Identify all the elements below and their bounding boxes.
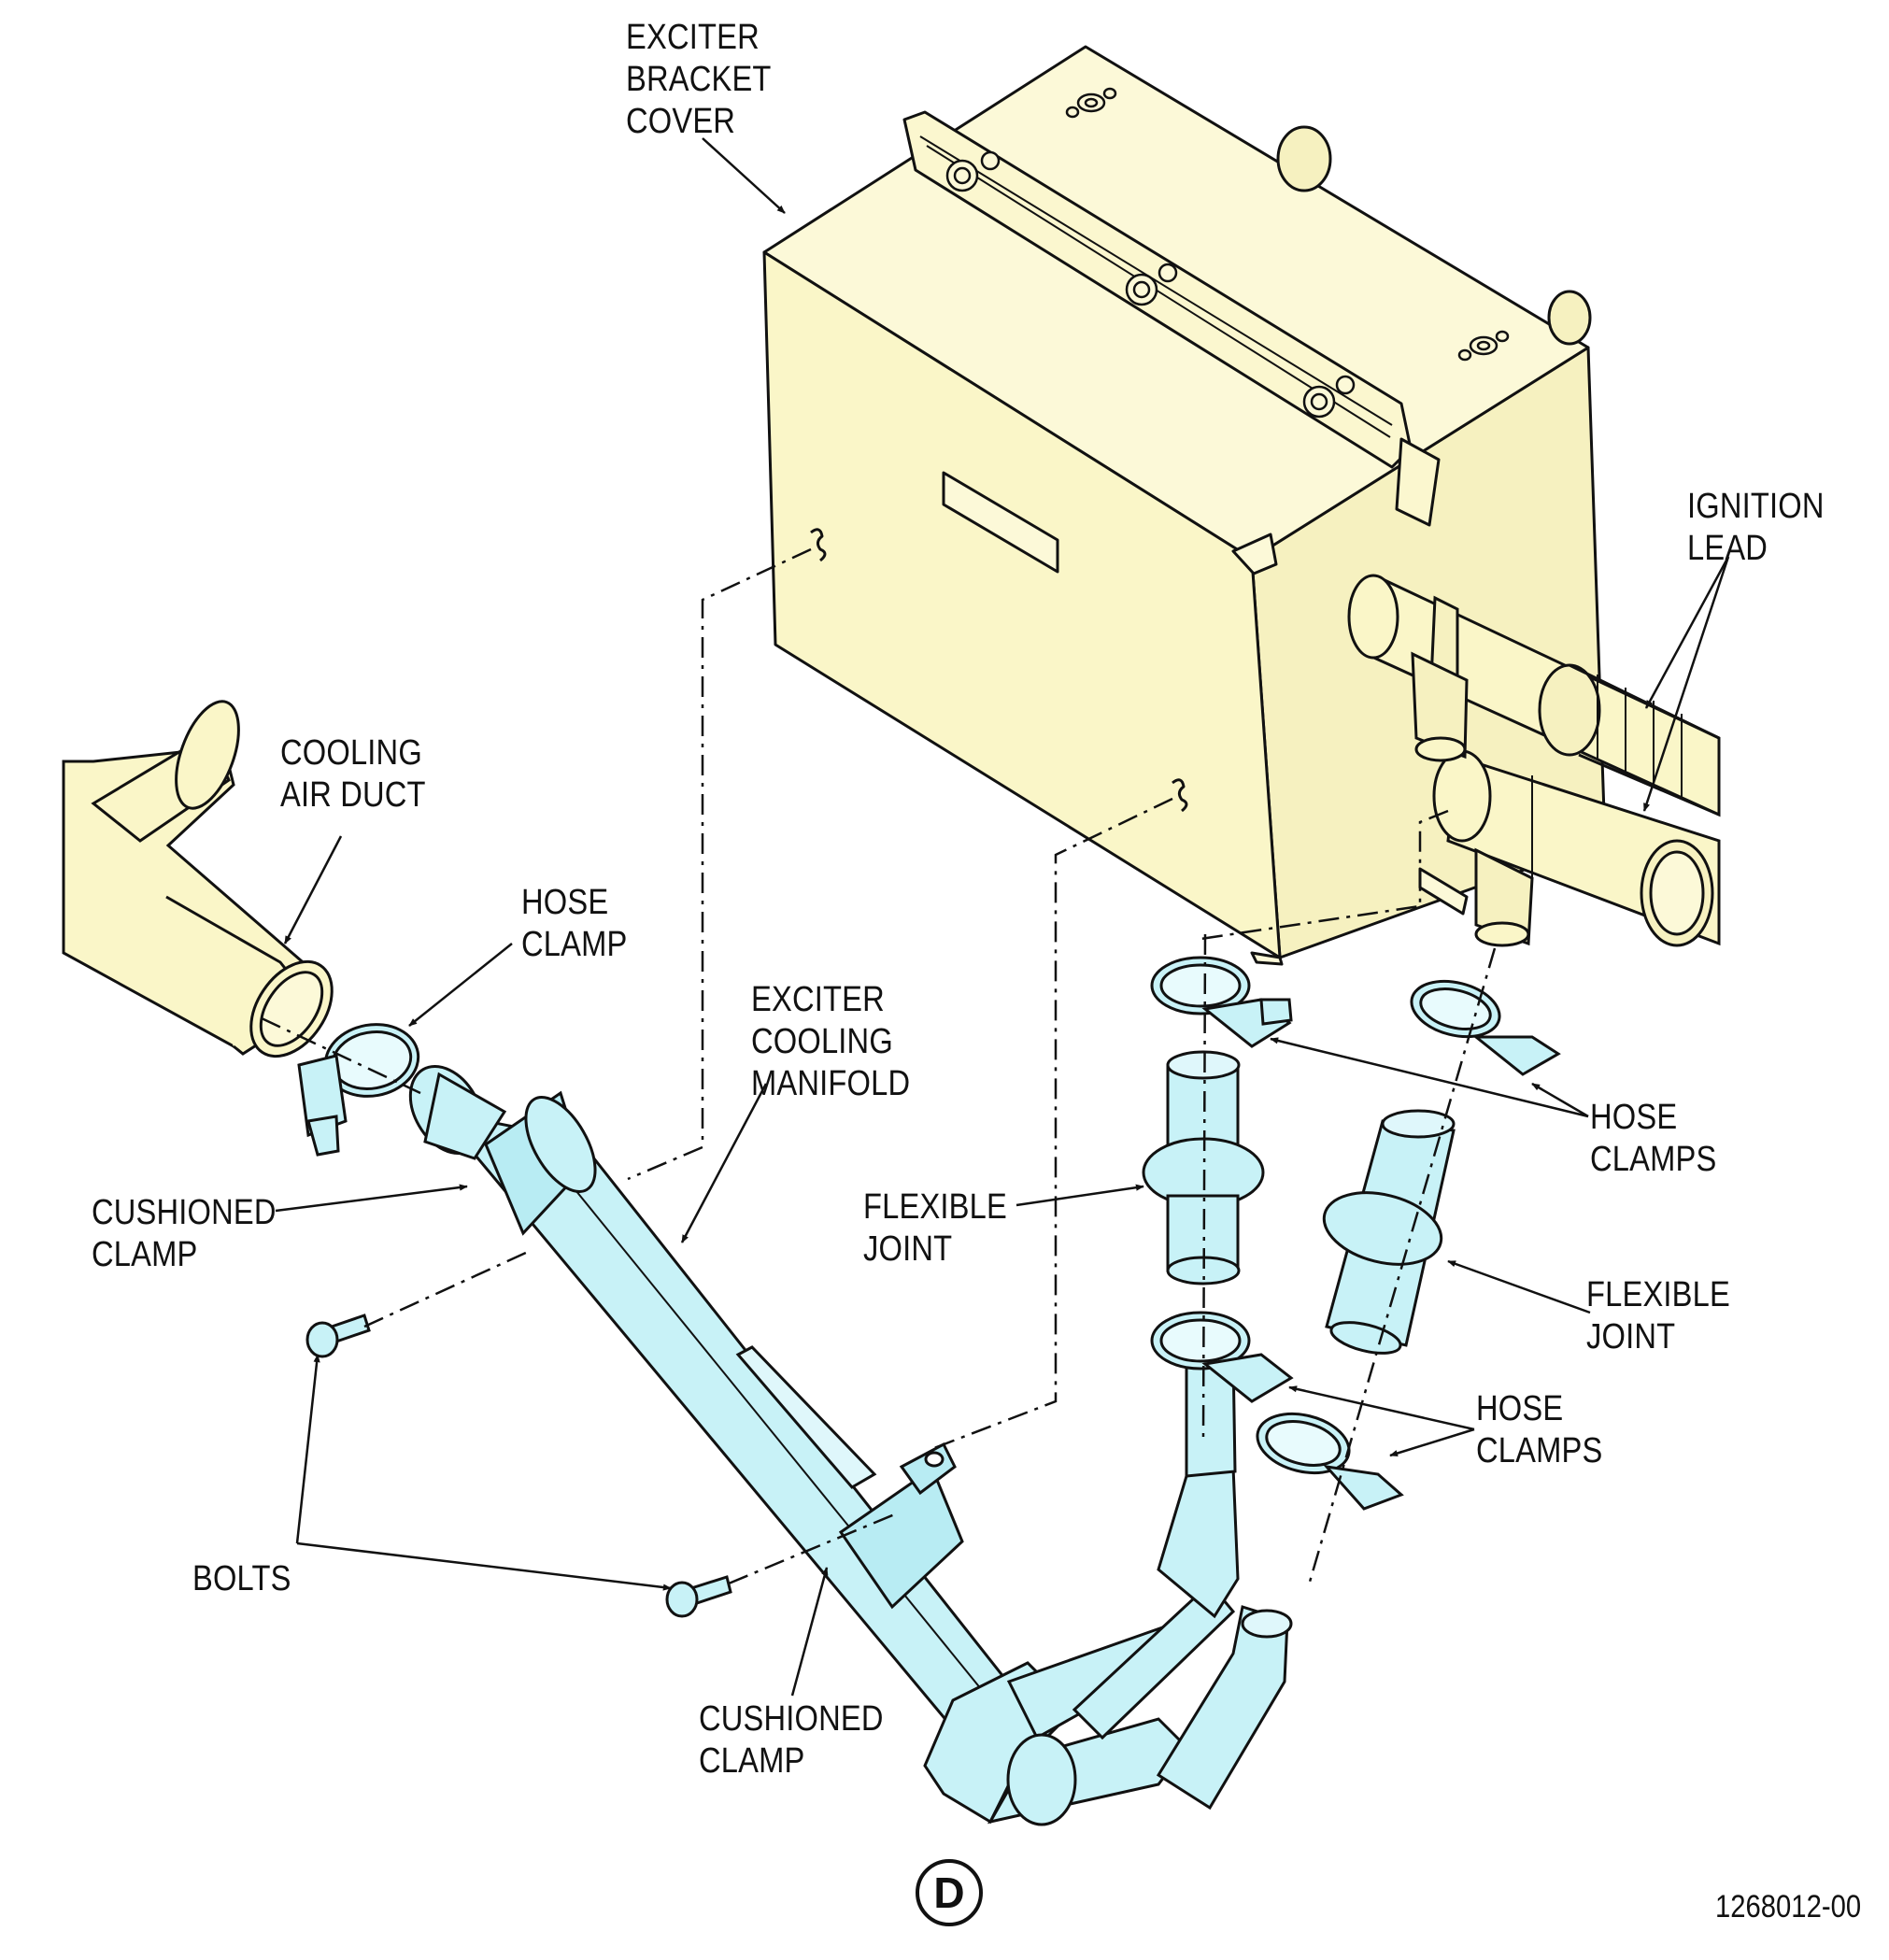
figure-number: 1268012-00	[1715, 1889, 1862, 1924]
alignment-lines	[261, 547, 1497, 1589]
label-line: CUSHIONED	[699, 1699, 884, 1739]
label-hose-clamp: HOSE CLAMP	[521, 882, 627, 966]
label-flexible-joint-right: FLEXIBLE JOINT	[1586, 1274, 1730, 1358]
label-line: MANIFOLD	[751, 1064, 911, 1103]
label-exciter-bracket-cover: EXCITER BRACKET COVER	[626, 17, 772, 143]
label-line: COOLING	[751, 1022, 893, 1061]
label-line: COOLING	[280, 733, 422, 773]
label-line: EXCITER	[626, 18, 760, 57]
hose-clamps	[1150, 956, 1561, 1511]
hose-clamp-duct	[297, 1023, 420, 1157]
label-line: HOSE	[1476, 1389, 1564, 1428]
label-line: CLAMPS	[1590, 1140, 1717, 1179]
label-line: JOINT	[863, 1229, 953, 1269]
cooling-air-duct	[62, 700, 334, 1058]
label-line: HOSE	[521, 883, 609, 922]
label-ignition-lead: IGNITION LEAD	[1687, 486, 1825, 570]
label-line: IGNITION	[1687, 487, 1825, 526]
ignition-leads	[1347, 574, 1721, 947]
bolts	[305, 1314, 732, 1618]
leader-lines	[275, 137, 1730, 1697]
label-line: COVER	[626, 102, 736, 141]
label-line: FLEXIBLE	[1586, 1275, 1730, 1314]
label-exciter-cooling-manifold: EXCITER COOLING MANIFOLD	[751, 979, 910, 1105]
label-line: CLAMP	[92, 1235, 198, 1274]
label-line: CLAMP	[699, 1741, 805, 1781]
label-cushioned-clamp-bottom: CUSHIONED CLAMP	[699, 1698, 884, 1782]
label-line: HOSE	[1590, 1098, 1678, 1137]
label-line: LEAD	[1687, 529, 1768, 568]
label-flexible-joint-left: FLEXIBLE JOINT	[863, 1186, 1007, 1271]
label-line: EXCITER	[751, 980, 885, 1019]
label-hose-clamps-upper: HOSE CLAMPS	[1590, 1097, 1716, 1181]
label-cushioned-clamp-left: CUSHIONED CLAMP	[92, 1192, 277, 1276]
label-line: JOINT	[1586, 1317, 1676, 1356]
label-line: AIR DUCT	[280, 775, 426, 815]
label-line: FLEXIBLE	[863, 1187, 1007, 1227]
label-line: BOLTS	[192, 1559, 291, 1598]
label-line: BRACKET	[626, 60, 772, 99]
label-bolts: BOLTS	[192, 1558, 291, 1600]
label-hose-clamps-lower: HOSE CLAMPS	[1476, 1388, 1602, 1472]
flexible-joint-right	[1322, 1109, 1456, 1355]
label-line: CUSHIONED	[92, 1193, 277, 1232]
exciter-cooling-manifold	[408, 1064, 1293, 1826]
label-cooling-air-duct: COOLING AIR DUCT	[280, 732, 426, 817]
label-line: CLAMP	[521, 925, 628, 964]
view-letter-badge: D	[916, 1859, 983, 1926]
label-line: CLAMPS	[1476, 1431, 1603, 1470]
